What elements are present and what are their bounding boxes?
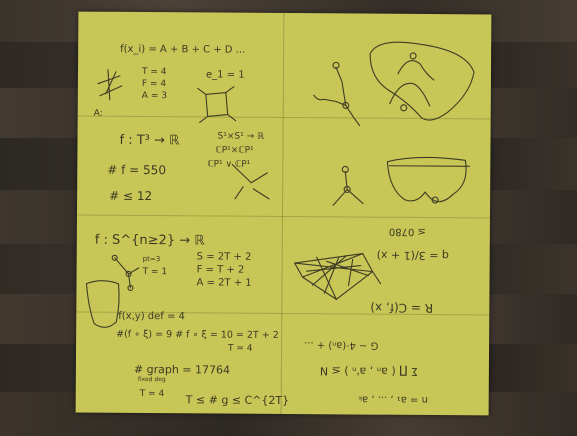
formula: ℂP¹ ∨ ℂP¹ bbox=[207, 159, 251, 170]
napkin-text: F = 4 bbox=[141, 79, 167, 90]
formula-upside-down: G ~ 4·(aₙ) + ... bbox=[304, 339, 379, 351]
formula: f : S^{n≥2} → ℝ bbox=[94, 232, 205, 249]
formula: f(x_i) = A + B + C + D ... bbox=[120, 43, 246, 56]
formula: F = T + 2 bbox=[196, 264, 245, 276]
formula: # f = 550 bbox=[107, 162, 167, 178]
napkin: f(x_i) = A + B + C + D ... T = 4 F = 4 A… bbox=[75, 11, 492, 416]
napkin-text: A: bbox=[93, 108, 103, 119]
formula-upside-down: R = C(f, x) bbox=[370, 300, 434, 316]
formula: T = 4 bbox=[228, 343, 253, 354]
formula: S¹×S¹ → ℝ bbox=[217, 131, 265, 142]
napkin-text: A = 3 bbox=[141, 91, 168, 102]
formula: S = 2T + 2 bbox=[196, 251, 252, 263]
formula: f(x,y) def = 4 bbox=[118, 310, 185, 323]
formula: T ≤ # g ≤ C^{2T} bbox=[185, 393, 290, 408]
formula: # ≤ 12 bbox=[109, 188, 153, 204]
napkin-text: T = 4 bbox=[141, 67, 167, 78]
napkin-text: fixed deg bbox=[137, 375, 166, 384]
formula: ℂP¹×ℂP¹ bbox=[215, 145, 254, 156]
formula-upside-down: ≤ 0780 bbox=[388, 225, 426, 237]
formula-upside-down: q = 3/(1 + x) bbox=[376, 248, 449, 263]
napkin-text: pt=3 bbox=[142, 255, 161, 264]
formula: # graph = 17764 bbox=[133, 362, 231, 377]
formula-upside-down: n = a₁ , ... , aₖ bbox=[357, 393, 428, 406]
formula: f : T³ → ℝ bbox=[119, 132, 180, 149]
ink-sketches bbox=[85, 41, 475, 328]
formula-upside-down: Σ ∏ ( aₙ , a'ₙ ) ≤ N bbox=[319, 364, 418, 378]
formula: T = 4 bbox=[139, 389, 165, 400]
napkin-text: e_1 = 1 bbox=[205, 69, 245, 81]
formula: #(f ∘ ξ) = 9 # f ∘ ξ = 10 = 2T + 2 bbox=[116, 328, 279, 341]
napkin-text: T = 1 bbox=[142, 267, 168, 278]
formula: A = 2T + 1 bbox=[196, 277, 252, 289]
